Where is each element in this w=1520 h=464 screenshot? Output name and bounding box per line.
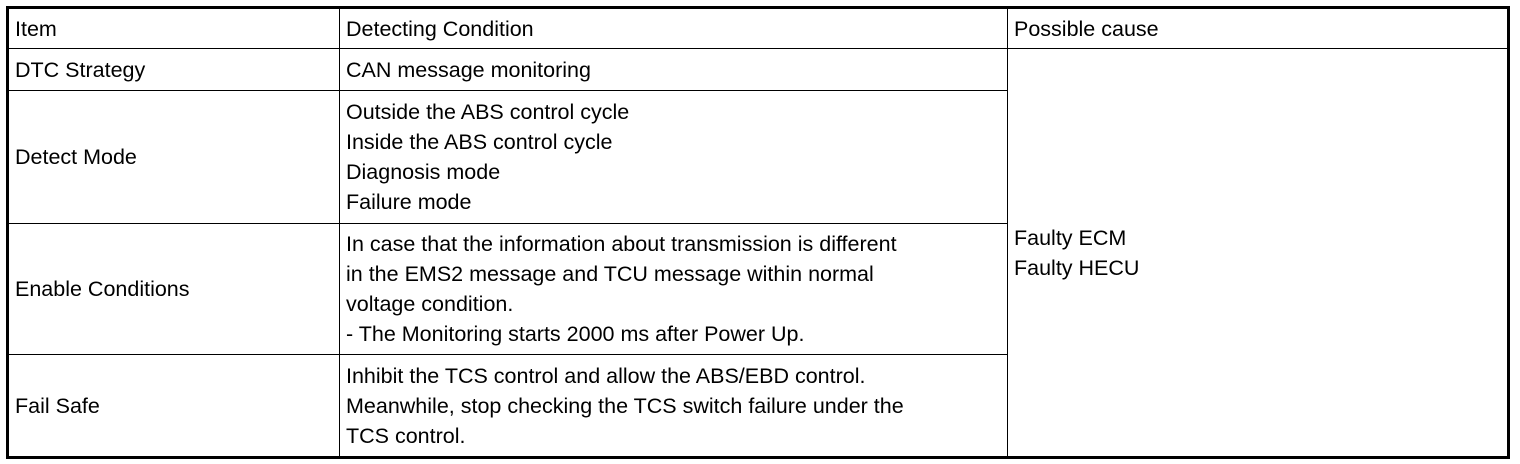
condition-line: CAN message monitoring xyxy=(346,57,591,82)
item-detect-mode: Detect Mode xyxy=(7,90,340,224)
item-fail-safe: Fail Safe xyxy=(7,354,340,458)
condition-line: - The Monitoring starts 2000 ms after Po… xyxy=(346,322,805,346)
table-row: Detect Mode Outside the ABS control cycl… xyxy=(7,90,1509,224)
condition-line: Failure mode xyxy=(346,190,472,214)
condition-enable-conditions: In case that the information about trans… xyxy=(339,223,1008,355)
item-enable-conditions: Enable Conditions xyxy=(7,223,340,355)
condition-fail-safe: Inhibit the TCS control and allow the AB… xyxy=(339,354,1008,458)
table-header-row: Item Detecting Condition Possible cause xyxy=(7,7,1509,49)
item-dtc-strategy: DTC Strategy xyxy=(7,48,340,91)
condition-line: TCS control. xyxy=(346,423,466,448)
condition-dtc-strategy: CAN message monitoring xyxy=(339,48,1008,91)
condition-line: In case that the information about trans… xyxy=(346,232,897,256)
table-row: Fail Safe Inhibit the TCS control and al… xyxy=(7,354,1509,458)
condition-detect-mode: Outside the ABS control cycle Inside the… xyxy=(339,90,1008,224)
header-possible-cause: Possible cause xyxy=(1007,7,1509,49)
header-item: Item xyxy=(7,7,340,49)
possible-cause-cell: Faulty ECM Faulty HECU xyxy=(1007,48,1509,458)
condition-line: Diagnosis mode xyxy=(346,160,501,184)
table-row: Enable Conditions In case that the infor… xyxy=(7,223,1509,355)
condition-line: Outside the ABS control cycle xyxy=(346,100,630,124)
condition-line: in the EMS2 message and TCU message with… xyxy=(346,262,874,286)
dtc-table: Item Detecting Condition Possible cause … xyxy=(6,6,1510,459)
condition-line: voltage condition. xyxy=(346,292,514,316)
cause-line: Faulty HECU xyxy=(1014,255,1140,280)
condition-line: Inhibit the TCS control and allow the AB… xyxy=(346,363,866,388)
condition-line: Inside the ABS control cycle xyxy=(346,130,613,154)
condition-line: Meanwhile, stop checking the TCS switch … xyxy=(346,393,904,418)
header-detecting-condition: Detecting Condition xyxy=(339,7,1008,49)
cause-line: Faulty ECM xyxy=(1014,225,1127,250)
table-row: DTC Strategy CAN message monitoring Faul… xyxy=(7,48,1509,458)
